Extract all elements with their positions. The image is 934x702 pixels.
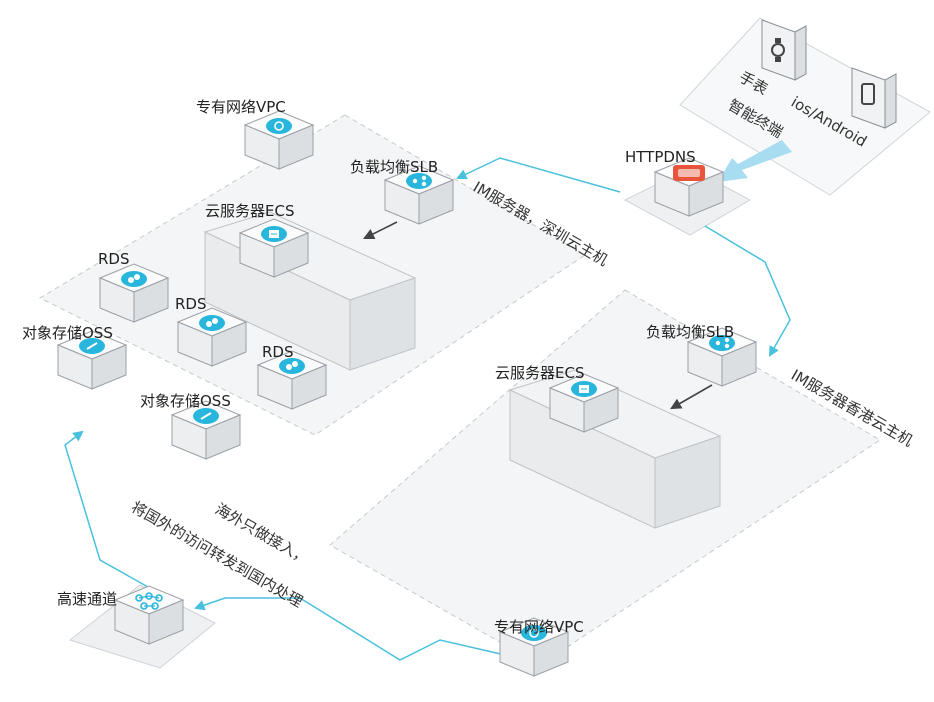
oss-icon: [79, 338, 105, 354]
express-label: 高速通道: [57, 590, 117, 608]
arrow-slb-to-ecs-sz: [362, 221, 398, 240]
link-express-oss: [64, 430, 181, 606]
slb-hk-label: 负载均衡SLB: [646, 323, 734, 341]
rds-3-label: RDS: [262, 343, 294, 361]
ecs-sz-label: 云服务器ECS: [205, 202, 294, 220]
httpdns-node: [653, 157, 725, 217]
slb-icon: [406, 173, 432, 189]
vpc-top-label: 专有网络VPC: [196, 98, 286, 116]
vpc-icon: [266, 118, 292, 134]
link-httpdns-slb-hk: [704, 225, 791, 357]
httpdns-label: HTTPDNS: [625, 148, 696, 166]
oss-1-label: 对象存储OSS: [22, 324, 113, 342]
rds-3-node: [256, 350, 328, 410]
rds-1-label: RDS: [98, 250, 130, 268]
vpc-bottom-node: [498, 617, 570, 677]
oss-icon: [193, 408, 219, 424]
devices-to-httpdns-arrow: [718, 140, 792, 182]
ecs-sz-node: [238, 218, 310, 278]
phone-device: [851, 67, 897, 129]
oss-1-node: [56, 330, 128, 390]
rds-icon: [199, 315, 225, 331]
rds-2-label: RDS: [175, 295, 207, 313]
oss-2-label: 对象存储OSS: [140, 392, 231, 410]
slb-icon: [709, 335, 735, 351]
slb-hk-node: [686, 327, 758, 387]
slb-sz-label: 负载均衡SLB: [350, 158, 438, 176]
rds-icon: [279, 358, 305, 374]
vpc-bottom-label: 专有网络VPC: [494, 618, 584, 636]
link-httpdns-slb-sz: [456, 157, 621, 193]
watch-device: [761, 19, 807, 81]
express-node: [113, 585, 185, 645]
httpdns-logo-icon: [673, 165, 705, 181]
link-vpc-express: [194, 597, 506, 661]
rds-1-node: [98, 263, 170, 323]
phone-icon: [861, 83, 875, 105]
ecs-hk-node: [548, 373, 620, 433]
vpc-icon: [521, 625, 547, 641]
rds-2-node: [176, 307, 248, 367]
watch-icon: [771, 43, 785, 57]
oss-2-node: [170, 400, 242, 460]
ecs-icon: [571, 381, 597, 397]
connection-lines: [64, 157, 791, 661]
ecs-icon: [261, 226, 287, 242]
ecs-hk-label: 云服务器ECS: [495, 364, 584, 382]
vpc-top-node: [243, 110, 315, 170]
slb-sz-node: [383, 165, 455, 225]
arrow-slb-to-ecs-hk: [670, 384, 713, 410]
express-connect-icon: [135, 592, 163, 610]
rds-icon: [121, 271, 147, 287]
